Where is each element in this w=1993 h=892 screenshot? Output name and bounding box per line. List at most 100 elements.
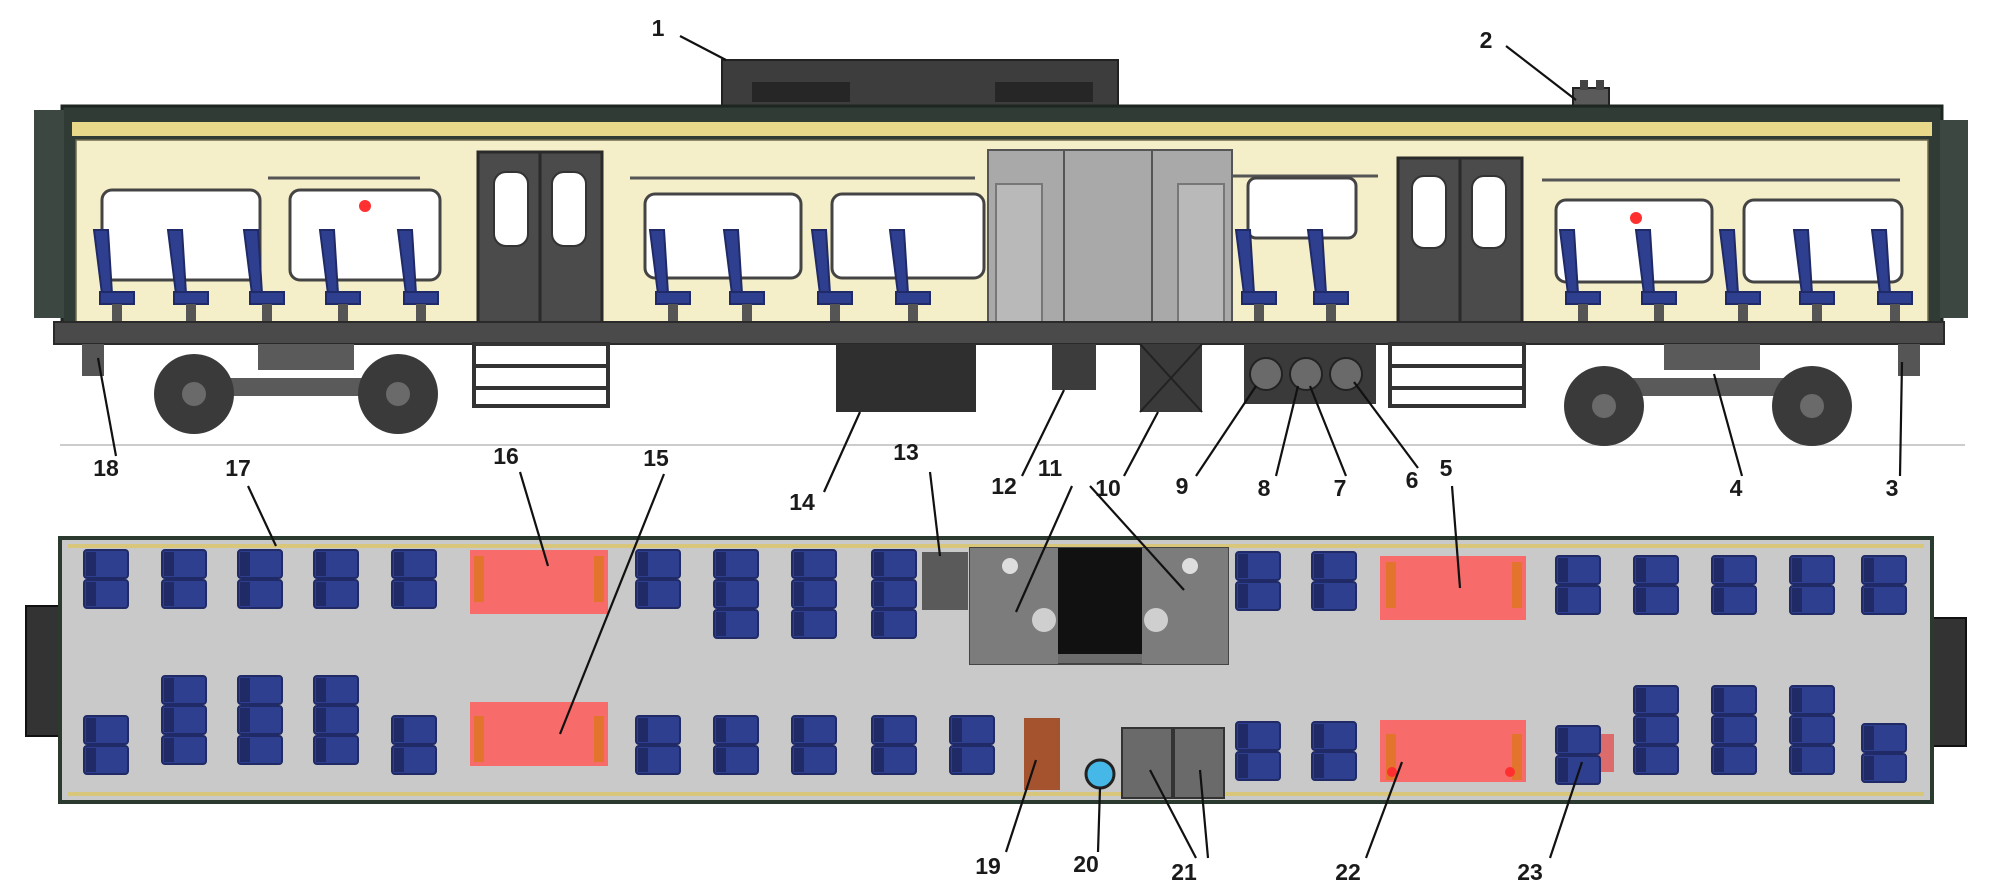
callout-15: 15 [558,445,669,735]
plan-seat [871,609,917,639]
plan-seat [1861,585,1907,615]
plan-seat [791,715,837,745]
plan-seat [237,735,283,765]
window [1246,176,1358,240]
bogie-right [1564,344,1852,446]
coupler-right [1898,344,1920,376]
side-seat [1718,229,1761,322]
callout-11: 11 [1014,455,1185,613]
plan-seat [1555,725,1601,755]
plan-seat [1711,685,1757,715]
callout-7: 7 [1308,385,1348,501]
plan-seat [635,745,681,775]
callout-label: 9 [1176,473,1189,499]
side-seat [396,229,439,322]
leader-line [1712,373,1744,477]
leader-line [1274,385,1300,477]
callout-label: 6 [1406,467,1419,493]
side-door-right [1396,156,1524,326]
underfloor-box-12 [1052,344,1096,390]
plan-seat [1711,715,1757,745]
callout-22: 22 [1335,761,1404,885]
callout-21: 21 [1149,769,1210,885]
side-seat [1306,229,1349,322]
leader-line [1195,385,1257,477]
plan-seats [83,549,1907,785]
side-seat [1558,229,1601,322]
plan-seat [1633,685,1679,715]
leader-line [96,357,118,457]
plan-seat [871,549,917,579]
leader-line [518,471,550,567]
plan-seat [1235,721,1281,751]
plan-seat [713,715,759,745]
callout-20: 20 [1073,787,1102,877]
plan-seat [1633,585,1679,615]
plan-seat [313,675,359,705]
plan-seat [791,549,837,579]
callout-label: 17 [225,455,251,481]
plan-seat [161,579,207,609]
roof-antenna-top [1580,80,1588,90]
plan-seat [313,705,359,735]
callout-6: 6 [1353,381,1419,493]
callout-1: 1 [652,15,727,61]
plan-seat [161,705,207,735]
side-seat [318,229,361,322]
plan-seat [871,745,917,775]
side-seat [810,229,853,322]
plan-seat [83,715,129,745]
callout-label: 22 [1335,859,1361,885]
cabinets-21 [1121,727,1225,799]
callout-label: 15 [643,445,669,471]
plan-seat [83,745,129,775]
callout-9: 9 [1176,385,1257,499]
plan-seat [713,579,759,609]
callout-label: 5 [1440,455,1453,481]
side-seat [242,229,285,322]
leader-line [1450,485,1462,589]
leader-line [1308,385,1348,477]
side-seat [1234,229,1277,322]
window [1554,198,1714,284]
window [643,192,803,280]
plan-seat [1311,551,1357,581]
plan-seat [1711,555,1757,585]
door-markers [474,556,1522,780]
cabinet-13 [922,552,968,610]
leader-line [1149,769,1197,859]
callout-16: 16 [493,443,550,567]
plan-seat [161,549,207,579]
plan-seat [237,549,283,579]
callout-8: 8 [1258,385,1300,501]
callout-label: 1 [652,15,665,41]
plan-seat [1633,555,1679,585]
red-marker [359,200,371,212]
plan-seat [1789,745,1835,775]
plan-seat [791,579,837,609]
callout-4: 4 [1712,373,1744,501]
red-marker [1387,767,1397,777]
side-seat [1634,229,1677,322]
plan-seat [791,745,837,775]
plan-seat [1789,685,1835,715]
plan-seat [1311,581,1357,611]
plan-seat [391,549,437,579]
plan-seat [1555,555,1601,585]
callout-label: 16 [493,443,519,469]
plan-seat [391,579,437,609]
plan-seat [161,735,207,765]
side-seat [888,229,931,322]
callout-3: 3 [1886,361,1904,501]
red-marker [1630,212,1642,224]
callout-label: 13 [893,439,919,465]
plan-seat [1711,585,1757,615]
plan-view [25,536,1967,804]
leader-line [1364,761,1404,859]
plan-seat [391,715,437,745]
leader-line [1004,759,1038,853]
callout-23: 23 [1517,761,1584,885]
plan-seat [1861,753,1907,783]
leader-line [928,471,942,557]
side-elevation [34,59,1968,446]
